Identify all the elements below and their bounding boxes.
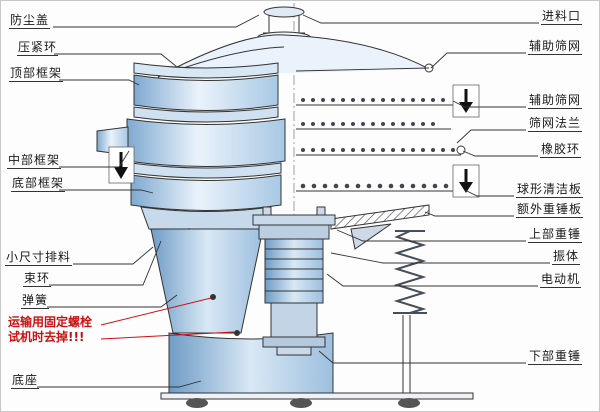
label-rubber-ring: 橡胶环 [540, 142, 582, 158]
arrow-down-icon [108, 146, 135, 184]
label-feed-inlet: 进料口 [541, 9, 583, 25]
label-auxiliary-screen-top: 辅助筛网 [528, 39, 583, 55]
leader-lines [37, 14, 550, 388]
label-middle-frame: 中部框架 [7, 153, 62, 169]
label-spring: 弹簧 [21, 293, 50, 309]
fixing-bolt-1 [210, 294, 216, 300]
label-bundle-ring: 束环 [23, 271, 52, 287]
support-leg-right [402, 315, 411, 393]
label-dust-cover: 防尘盖 [9, 13, 51, 29]
label-transport-bolt-warning-line1: 运输用固定螺栓 [8, 315, 93, 329]
extra-weight-plate-part [330, 204, 430, 250]
label-vibrating-body: 振体 [552, 249, 581, 265]
arrow-down-icon [452, 164, 480, 198]
frame-bands [96, 62, 286, 234]
funnel-part [150, 228, 264, 334]
label-upper-weight: 上部重锤 [528, 227, 583, 243]
screen-rows [295, 67, 467, 192]
label-screen-flange: 筛网法兰 [528, 116, 583, 132]
label-bottom-frame: 底部框架 [11, 176, 66, 192]
motor-assembly [252, 206, 336, 356]
dust-cover-part [157, 34, 430, 78]
label-transport-bolt-warning-line2: 试机时去掉!!! [8, 330, 85, 344]
spring-right [393, 230, 427, 314]
machine-body [96, 6, 474, 408]
warning-leader-lines [100, 297, 235, 340]
label-extra-weight-plate: 额外重锤板 [516, 202, 584, 218]
label-ball-cleaning-plate: 球形清洁板 [516, 182, 584, 198]
label-small-size-discharge: 小尺寸排料 [5, 250, 73, 266]
label-clamping-ring: 压紧环 [17, 40, 59, 56]
label-auxiliary-screen-mid: 辅助筛网 [528, 93, 583, 109]
label-base: 底座 [11, 373, 40, 389]
base-plate [160, 392, 474, 408]
flow-arrows [108, 84, 480, 198]
label-top-frame: 顶部框架 [9, 66, 64, 82]
fixing-bolt-2 [234, 330, 240, 336]
label-lower-weight: 下部重锤 [528, 349, 583, 365]
label-electric-motor: 电动机 [540, 272, 582, 288]
arrow-down-icon [452, 84, 480, 118]
